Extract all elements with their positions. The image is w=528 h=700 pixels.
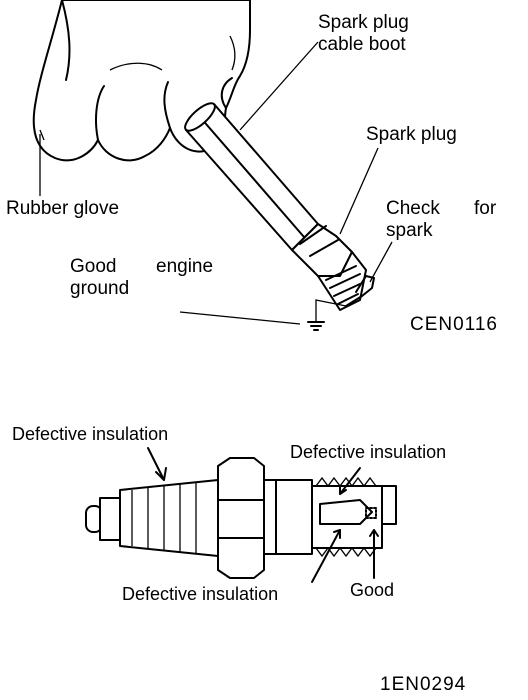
cable-boot-label-line2: cable boot (318, 34, 406, 55)
bottom-figure: Defective insulation Defective insulatio… (12, 424, 466, 695)
defective-insulation-right-label: Defective insulation (290, 442, 446, 462)
spark-plug-leader (339, 147, 379, 235)
spark-plug-label: Spark plug (366, 124, 457, 145)
check-spark-label-line1: Check (386, 198, 440, 219)
figure-code-bottom: 1EN0294 (380, 674, 466, 695)
spark-plug (291, 223, 375, 311)
top-figure: Spark plug cable boot Spark plug Rubber … (6, 0, 498, 335)
defective-insulation-left-arrow (147, 447, 165, 481)
check-spark-label-line3: spark (386, 220, 433, 241)
figure-code-top: CEN0116 (410, 314, 498, 335)
defective-insulation-bottom-label: Defective insulation (122, 584, 278, 604)
arrowhead-bottom (333, 529, 341, 539)
arrowhead-left (155, 467, 167, 481)
arrowhead-right (339, 485, 347, 495)
ground-label-line3: ground (70, 278, 129, 299)
good-label: Good (350, 580, 394, 600)
check-spark-label-line2: for (474, 198, 497, 219)
spark-plug-side-view (85, 457, 397, 579)
defective-insulation-right-arrow (339, 467, 361, 495)
cable-boot-label-line1: Spark plug (318, 12, 409, 33)
ground-leader (179, 311, 301, 325)
defective-insulation-left-label: Defective insulation (12, 424, 168, 444)
spark-plug-cable-boot (184, 102, 319, 251)
arrowhead-good (369, 529, 379, 537)
rubber-glove-label: Rubber glove (6, 198, 119, 219)
ground-label-line2: engine (156, 256, 213, 277)
ground-label-line1: Good (70, 256, 116, 277)
check-spark-leader (369, 241, 393, 283)
ground-symbol (307, 299, 347, 331)
defective-insulation-bottom-arrow (311, 529, 341, 583)
cable-boot-leader (239, 41, 319, 131)
